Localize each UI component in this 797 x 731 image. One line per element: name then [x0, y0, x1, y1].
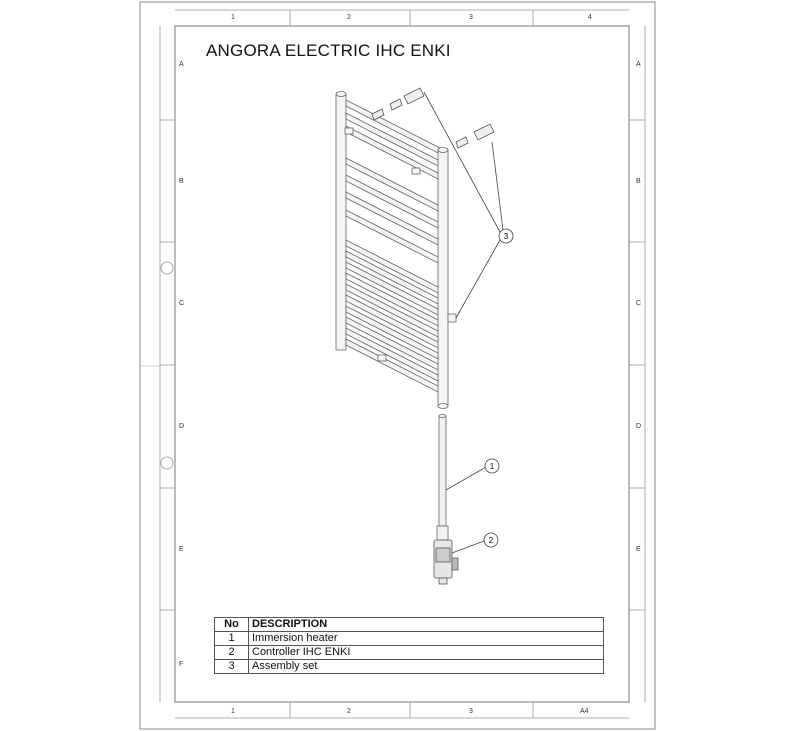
immersion-heater — [436, 414, 449, 541]
zone-col-bottom-3: 3 — [469, 708, 473, 715]
table-row: 3 Assembly set — [214, 659, 604, 674]
zone-row-left-e: E — [179, 546, 184, 553]
zone-row-left-c: C — [179, 300, 185, 307]
header-no: No — [214, 617, 249, 632]
svg-text:1: 1 — [490, 462, 495, 471]
row-description: Controller IHC ENKI — [248, 645, 604, 660]
header-description: DESCRIPTION — [248, 617, 604, 632]
row-description: Immersion heater — [248, 631, 604, 646]
zone-row-right-b: B — [636, 178, 641, 185]
row-description: Assembly set — [248, 659, 604, 674]
table-row: 1 Immersion heater — [214, 631, 604, 646]
zone-col-top-2: 2 — [347, 14, 351, 21]
callout-2: 2 — [483, 532, 499, 548]
drawing-title: ANGORA ELECTRIC IHC ENKI — [206, 41, 451, 60]
svg-text:2: 2 — [489, 536, 494, 545]
zone-col-top-3: 3 — [469, 14, 473, 21]
inner-frame — [174, 25, 630, 703]
zone-ticks — [159, 9, 646, 719]
controller-ihc-enki — [433, 539, 459, 585]
parts-table: No DESCRIPTION 1 Immersion heater 2 Cont… — [214, 617, 604, 674]
zone-row-left-f: F — [179, 661, 184, 668]
outer-frame — [139, 1, 656, 730]
punch-hole-lower — [160, 456, 174, 470]
parts-table-header: No DESCRIPTION — [214, 617, 604, 632]
zone-row-right-c: C — [636, 300, 642, 307]
row-no: 1 — [214, 631, 249, 646]
zone-row-left-b: B — [179, 178, 184, 185]
zone-row-right-a: A — [636, 61, 641, 68]
table-row: 2 Controller IHC ENKI — [214, 645, 604, 660]
zone-row-right-e: E — [636, 546, 641, 553]
callout-3: 3 — [498, 228, 514, 244]
zone-row-left-a: A — [179, 61, 184, 68]
callout-1: 1 — [484, 458, 500, 474]
svg-text:3: 3 — [504, 232, 509, 241]
assembly-set-fittings — [371, 87, 495, 149]
leader-lines — [423, 91, 504, 554]
zone-col-bottom-1: 1 — [231, 708, 235, 715]
row-no: 3 — [214, 659, 249, 674]
zone-col-bottom-2: 2 — [347, 708, 351, 715]
towel-rail — [335, 91, 457, 409]
row-no: 2 — [214, 645, 249, 660]
zone-col-top-1: 1 — [231, 14, 235, 21]
punch-hole-upper — [160, 261, 174, 275]
sheet-size-label: A4 — [580, 708, 589, 715]
zone-row-left-d: D — [179, 423, 185, 430]
zone-row-right-d: D — [636, 423, 642, 430]
zone-col-top-4: 4 — [588, 14, 592, 21]
